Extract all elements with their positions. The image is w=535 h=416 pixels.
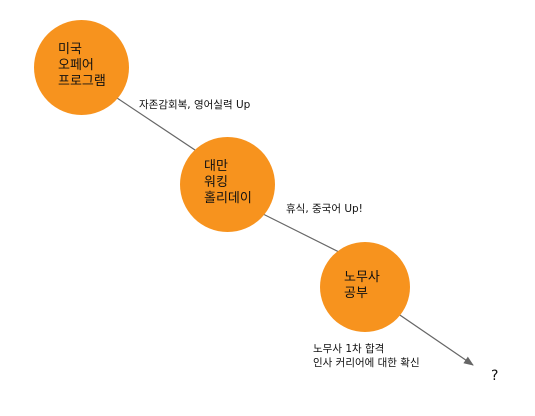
node-us-au-pair-label: 미국 오페어 프로그램 bbox=[58, 42, 106, 90]
edge-label-2: 휴식, 중국어 Up! bbox=[286, 202, 363, 216]
node-label-line: 노무사 bbox=[344, 270, 380, 285]
node-label-line: 대만 bbox=[204, 159, 228, 174]
node-label-line: 프로그램 bbox=[58, 74, 106, 89]
node-label-line: 홀리데이 bbox=[204, 191, 252, 206]
end-question-mark: ? bbox=[491, 368, 499, 384]
connector-line-1 bbox=[104, 89, 211, 161]
node-taiwan-working-holiday bbox=[180, 137, 275, 232]
edge-label-line: 노무사 1차 합격 bbox=[313, 343, 385, 355]
node-us-au-pair bbox=[34, 20, 129, 115]
node-labor-attorney-study bbox=[320, 242, 410, 332]
node-taiwan-working-holiday-label: 대만 워킹 홀리데이 bbox=[204, 159, 252, 207]
edge-label-line: 휴식, 중국어 Up! bbox=[286, 203, 363, 215]
node-label-line: 공부 bbox=[344, 286, 368, 301]
edge-label-line: 인사 커리어에 대한 확신 bbox=[313, 357, 420, 369]
node-label-line: 오페어 bbox=[58, 58, 94, 73]
node-labor-attorney-study-label: 노무사 공부 bbox=[344, 270, 380, 302]
edge-label-1: 자존감회복, 영어실력 Up bbox=[139, 98, 250, 112]
edge-label-line: 자존감회복, 영어실력 Up bbox=[139, 99, 251, 111]
node-label-line: 워킹 bbox=[204, 175, 228, 190]
edge-label-3: 노무사 1차 합격 인사 커리어에 대한 확신 bbox=[313, 342, 420, 370]
node-label-line: 미국 bbox=[58, 42, 82, 57]
